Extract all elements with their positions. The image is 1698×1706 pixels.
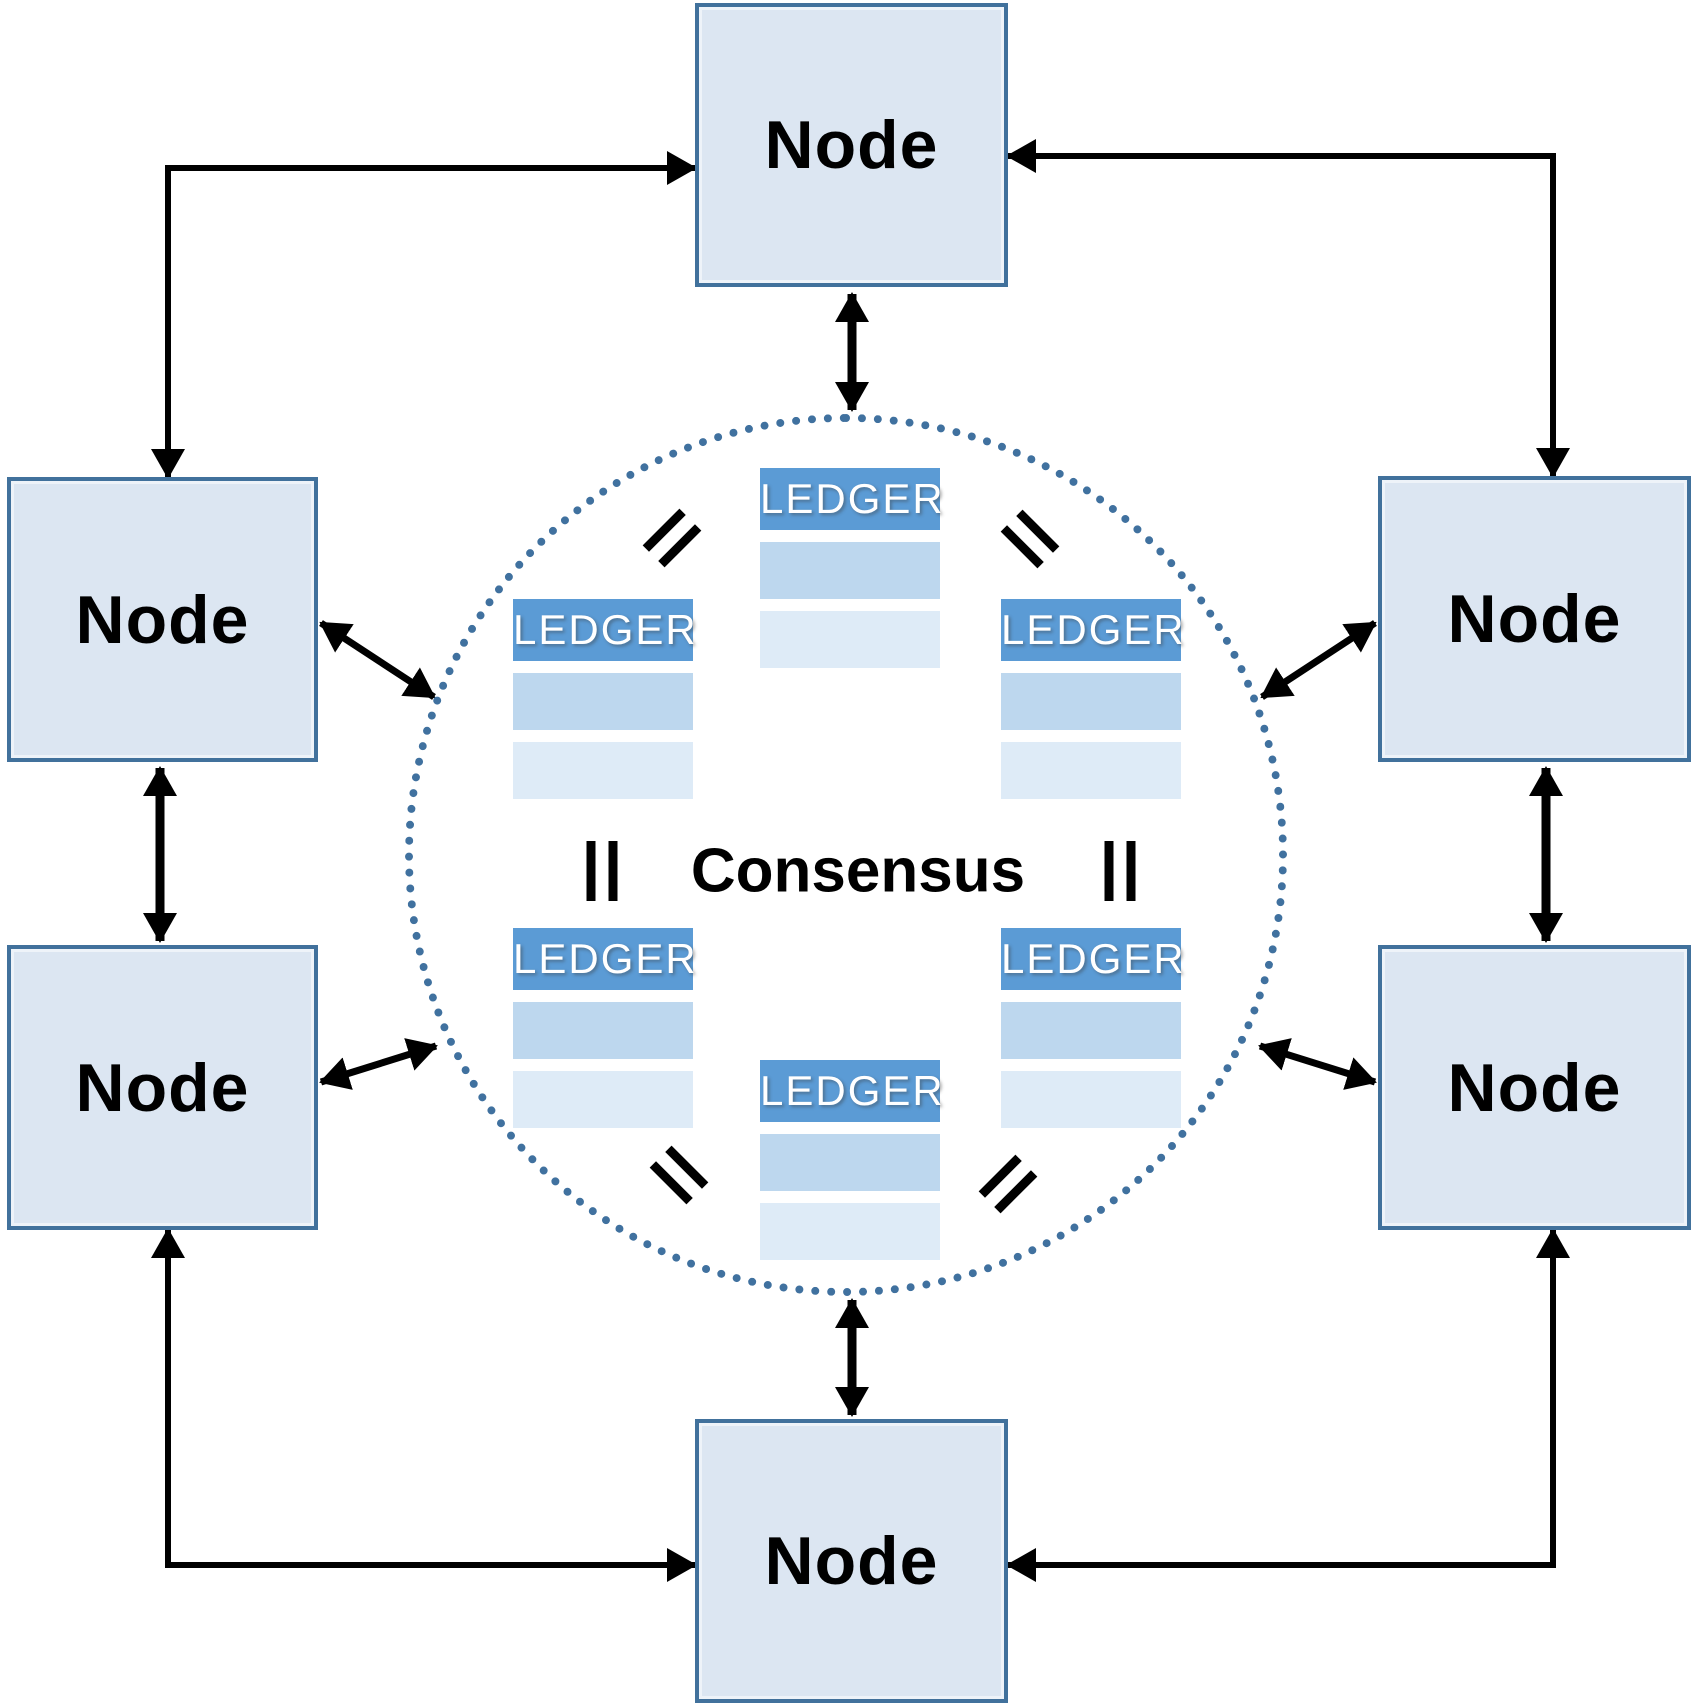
ledger-header: LEDGER <box>1001 599 1184 661</box>
equals-bar <box>586 841 596 901</box>
node-box-bottom: Node <box>695 1419 1008 1703</box>
ledger-header: LEDGER <box>1001 928 1184 990</box>
ledger-table-lower-left: LEDGER <box>513 928 696 1128</box>
node-label: Node <box>75 581 250 658</box>
node-box-right-upper: Node <box>1378 476 1691 762</box>
ledger-row <box>760 611 940 668</box>
ledger-row <box>1001 673 1181 730</box>
arrow-right-lower-circle <box>1258 1038 1377 1090</box>
node-label: Node <box>1447 1049 1622 1126</box>
ledger-table-bottom: LEDGER <box>760 1060 943 1260</box>
ledger-header: LEDGER <box>760 1060 943 1122</box>
ledger-header: LEDGER <box>513 599 696 661</box>
node-label: Node <box>764 107 939 183</box>
ledger-row <box>1001 1002 1181 1059</box>
consensus-title: Consensus <box>690 836 1026 906</box>
equals-bar <box>608 841 618 901</box>
ledger-row <box>513 1071 693 1128</box>
ledger-header: LEDGER <box>760 468 943 530</box>
ledger-table-upper-left: LEDGER <box>513 599 696 799</box>
arrow-left-upper-circle <box>319 620 436 700</box>
connector-top-right <box>1006 139 1570 478</box>
node-box-left-lower: Node <box>7 945 318 1230</box>
ledger-table-upper-right: LEDGER <box>1001 599 1184 799</box>
arrow-right-upper-circle <box>1260 620 1377 700</box>
node-label: Node <box>1447 581 1622 657</box>
ledger-row <box>513 742 693 799</box>
connector-bottom-left <box>151 1228 697 1582</box>
ledger-row <box>513 673 693 730</box>
consensus-circle <box>405 414 1287 1296</box>
ledger-row <box>760 1203 940 1260</box>
connector-bottom-right <box>1006 1228 1570 1582</box>
node-label: Node <box>75 1049 250 1126</box>
ledger-table-lower-right: LEDGER <box>1001 928 1184 1128</box>
equals-bar <box>1104 841 1114 901</box>
ledger-row <box>1001 1071 1181 1128</box>
ledger-row <box>760 542 940 599</box>
equals-icon-middle-left <box>586 841 618 901</box>
equals-icon-middle-right <box>1104 841 1136 901</box>
ledger-row <box>513 1002 693 1059</box>
ledger-table-top: LEDGER <box>760 468 943 668</box>
ledger-header: LEDGER <box>513 928 696 990</box>
node-box-right-lower: Node <box>1378 945 1691 1230</box>
arrow-left-lower-circle <box>319 1038 438 1090</box>
ledger-row <box>760 1134 940 1191</box>
ledger-row <box>1001 742 1181 799</box>
connector-top-left <box>151 151 697 479</box>
node-box-top: Node <box>695 3 1008 287</box>
node-label: Node <box>764 1523 939 1599</box>
equals-bar <box>1126 841 1136 901</box>
node-box-left-upper: Node <box>7 477 318 762</box>
